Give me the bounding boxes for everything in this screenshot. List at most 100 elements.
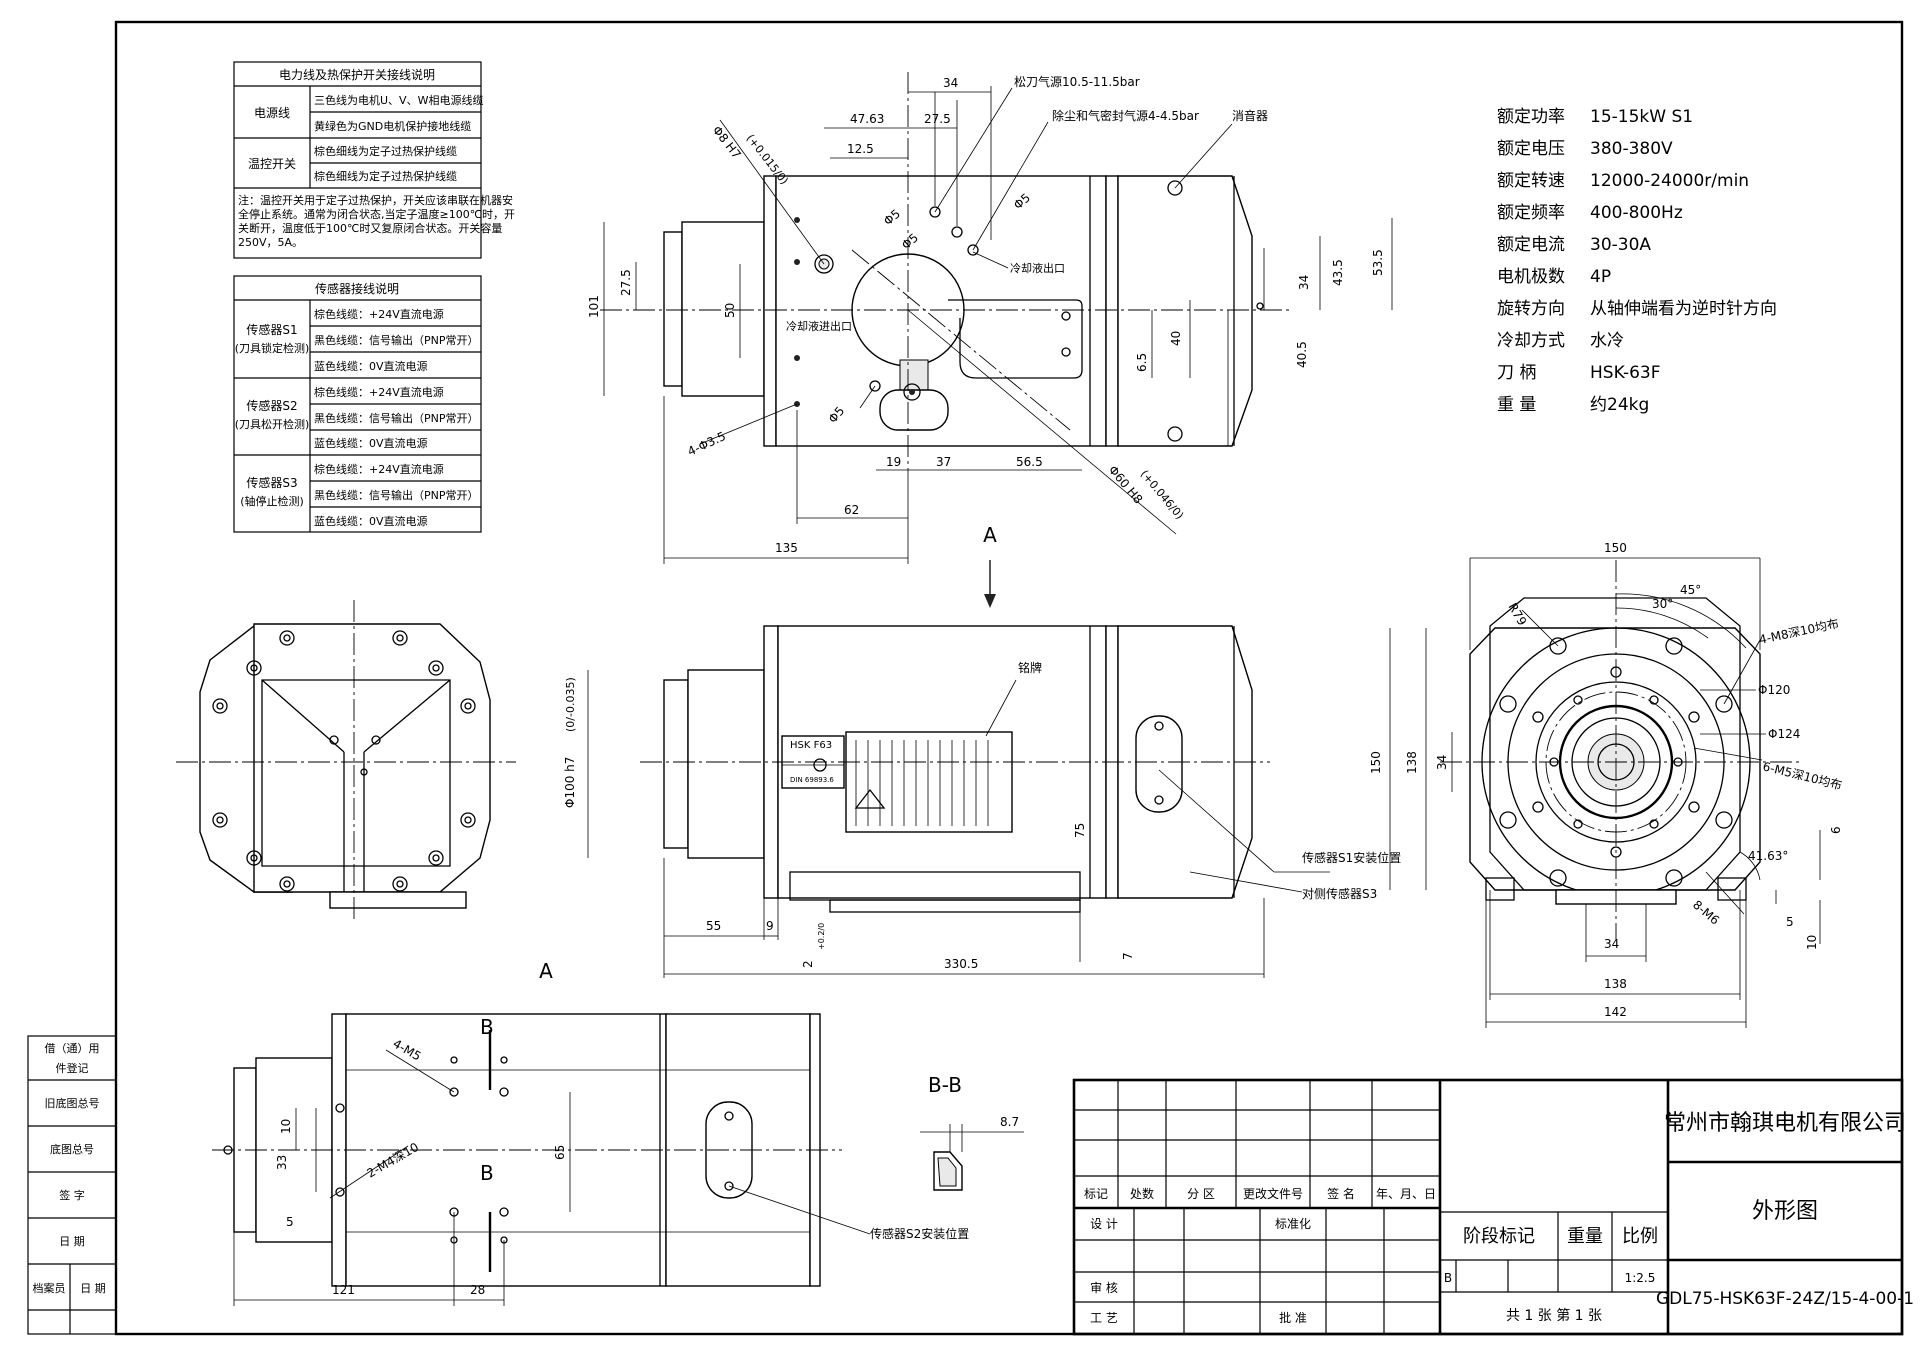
- sensor-s1-item-2: 黑色线缆：信号输出（PNP常开）: [314, 333, 479, 347]
- sheet-border: [114, 20, 1904, 1336]
- dim-side-34-v: 34: [1435, 755, 1449, 770]
- dim-section-8-7: 8.7: [1000, 1115, 1019, 1129]
- strip-date: 日 期: [59, 1235, 85, 1248]
- dim-top-34: 34: [943, 76, 958, 90]
- power-note-4: 250V，5A。: [238, 236, 303, 249]
- spec-list: 额定功率 15-15kW S1 额定电压 380-380V 额定转速 12000…: [1497, 107, 1777, 415]
- sensor-s3-name: 传感器S3: [246, 475, 297, 490]
- dim-phi100-tol: (0/-0.035): [564, 677, 577, 732]
- dim-bottom-121: 121: [332, 1283, 355, 1297]
- tb-drawing-name: 外形图: [1752, 1199, 1818, 1224]
- spec-label-speed: 额定转速: [1497, 171, 1565, 191]
- dim-top-50: 50: [723, 303, 737, 318]
- dim-side-10: 10: [1805, 935, 1819, 950]
- spec-value-weight: 约24kg: [1590, 395, 1649, 415]
- sensor-s3-item-1: 棕色线缆：+24V直流电源: [314, 462, 444, 476]
- power-note-1: 注：温控开关用于定子过热保护，开关应该串联在机器安: [238, 193, 513, 207]
- view-label-a: A: [539, 959, 553, 983]
- dim-top-56-5: 56.5: [1016, 455, 1043, 469]
- dim-phi124: Φ124: [1768, 727, 1800, 741]
- dim-angle-41-63: 41.63°: [1748, 849, 1788, 863]
- label-m8-holes: 4-M8深10均布: [1758, 616, 1840, 647]
- power-item-4: 棕色细线为定子过热保护线缆: [314, 169, 457, 183]
- sensor-s3-item-2: 黑色线缆：信号输出（PNP常开）: [314, 488, 479, 502]
- section-mark-b-top: B: [480, 1015, 494, 1039]
- dim-top-47-63: 47.63: [850, 112, 884, 126]
- spec-value-cooling: 水冷: [1590, 331, 1624, 351]
- strip-base: 底图总号: [50, 1142, 94, 1156]
- dim-side-34-h: 34: [1604, 937, 1619, 951]
- sensor-s3-sub: (轴停止检测): [240, 494, 304, 508]
- sensor-s2-item-2: 黑色线缆：信号输出（PNP常开）: [314, 411, 479, 425]
- spec-label-voltage: 额定电压: [1497, 139, 1565, 159]
- sensor-s2-name: 传感器S2: [246, 398, 297, 413]
- spec-value-voltage: 380-380V: [1590, 139, 1673, 159]
- label-sensor-s1-position: 传感器S1安装位置: [1302, 850, 1401, 865]
- side-view-flange: 150 R79 30° 45° 4-M8深10均布 Φ120 Φ124 6-M5…: [1369, 541, 1843, 1028]
- tb-weight-label: 重量: [1567, 1226, 1603, 1247]
- label-m5-holes: 6-M5深10均布: [1761, 759, 1843, 792]
- top-front-flange: [763, 175, 777, 447]
- dim-side-142: 142: [1604, 1005, 1627, 1019]
- sensor-wiring-table: 传感器接线说明 传感器S1 (刀具锁定检测) 棕色线缆：+24V直流电源 黑色线…: [233, 275, 482, 533]
- dim-top-43-5: 43.5: [1331, 259, 1345, 286]
- sensor-s1-name: 传感器S1: [246, 322, 297, 337]
- power-note-3: 关断开，温度低于100℃时又复原闭合状态。开关容量: [238, 221, 502, 235]
- dim-top-53-5: 53.5: [1371, 249, 1385, 276]
- dim-bottom-65: 65: [553, 1145, 567, 1160]
- tb-sheet-count: 共 1 张 第 1 张: [1506, 1307, 1602, 1324]
- section-b-b: B-B 8.7: [920, 1073, 1024, 1191]
- power-item-2: 黄绿色为GND电机保护接地线缆: [314, 119, 471, 133]
- dim-top-19: 19: [886, 455, 901, 469]
- dim-angle-45: 45°: [1680, 583, 1701, 597]
- dim-top-27-5: 27.5: [924, 112, 951, 126]
- tb-header-sign: 签 名: [1327, 1186, 1355, 1201]
- label-coolant-inlet: 冷却液进出口: [786, 319, 852, 333]
- view-arrow-a: A: [983, 523, 997, 547]
- strip-old-base: 旧底图总号: [45, 1096, 100, 1110]
- tb-header-zone: 分 区: [1187, 1187, 1215, 1201]
- dim-top-6-5: 6.5: [1135, 353, 1149, 372]
- sensor-s1-item-3: 蓝色线缆：0V直流电源: [314, 359, 428, 373]
- dim-top-40: 40: [1169, 331, 1183, 346]
- dim-side-150: 150: [1604, 541, 1627, 555]
- left-record-strip: 借（通）用 件登记 旧底图总号 底图总号 签 字 日 期 档案员 日 期: [27, 1035, 117, 1335]
- spec-value-rotation: 从轴伸端看为逆时针方向: [1590, 299, 1777, 319]
- dim-top-34-r: 34: [1297, 275, 1311, 290]
- front-view: A HSK F63 DIN 69893.6: [563, 523, 1401, 978]
- spec-value-speed: 12000-24000r/min: [1590, 171, 1749, 191]
- label-seal-air: 除尘和气密封气源4-4.5bar: [1052, 108, 1199, 123]
- dim-top-62: 62: [844, 503, 859, 517]
- dim-side-150-v: 150: [1369, 751, 1383, 774]
- strip-date2: 日 期: [80, 1282, 106, 1295]
- tb-drawing-number: GDL75-HSK63F-24Z/15-4-00-1: [1656, 1289, 1914, 1309]
- nameplate: [845, 731, 1013, 833]
- top-coolant-slot: [948, 299, 1083, 379]
- spec-label-poles: 电机极数: [1497, 267, 1565, 287]
- dim-bottom-5: 5: [286, 1215, 294, 1229]
- top-flange-ring: [663, 231, 683, 387]
- label-sensor-s2-position: 传感器S2安装位置: [870, 1226, 969, 1241]
- dim-top-40-5: 40.5: [1295, 341, 1309, 368]
- front-nose: [687, 669, 765, 859]
- section-title: B-B: [928, 1073, 962, 1097]
- spec-label-current: 额定电流: [1497, 235, 1565, 255]
- spec-value-holder: HSK-63F: [1590, 363, 1660, 383]
- dim-top-12-5: 12.5: [847, 142, 874, 156]
- spec-label-cooling: 冷却方式: [1497, 331, 1565, 351]
- label-clamp-air: 松刀气源10.5-11.5bar: [1014, 74, 1140, 89]
- spec-value-power: 15-15kW S1: [1590, 107, 1693, 127]
- strip-sign: 签 字: [59, 1188, 85, 1202]
- dim-phi120: Φ120: [1758, 683, 1790, 697]
- strip-archivist: 档案员: [33, 1281, 66, 1295]
- power-group-1: 电源线: [254, 106, 290, 120]
- dim-side-5: 5: [1786, 915, 1794, 929]
- sensor-s3-item-3: 蓝色线缆：0V直流电源: [314, 514, 428, 528]
- sensor-s1-sub: (刀具锁定检测): [235, 341, 310, 355]
- dim-bottom-33: 33: [275, 1155, 289, 1170]
- spec-value-frequency: 400-800Hz: [1590, 203, 1683, 223]
- tb-process: 工 艺: [1090, 1311, 1118, 1325]
- nameplate-din: DIN 69893.6: [790, 776, 834, 784]
- dim-front-7: 7: [1121, 952, 1135, 960]
